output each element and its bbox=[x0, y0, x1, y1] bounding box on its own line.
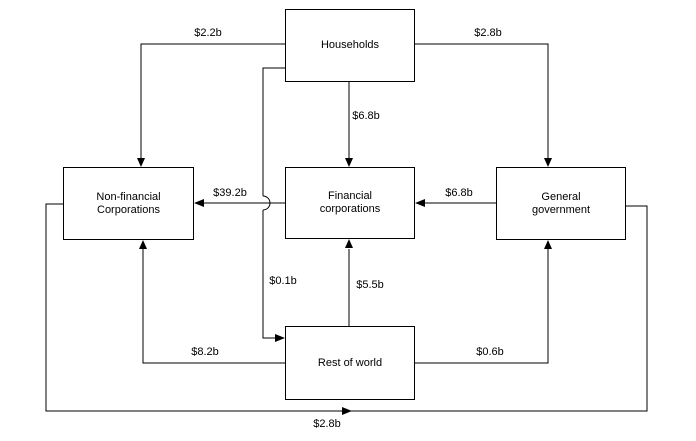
node-financial-corporations: Financial corporations bbox=[285, 167, 415, 239]
flow-amount-rest-of-world-to-financial: $5.5b bbox=[355, 279, 385, 291]
arrowhead-non-financial-to-government bbox=[342, 407, 352, 415]
flow-amount-households-to-government: $2.8b bbox=[473, 27, 503, 39]
flow-amount-non-financial-to-government: $2.8b bbox=[312, 418, 342, 430]
arrowhead-government-to-financial bbox=[415, 199, 425, 207]
flow-amount-households-to-rest-of-world: $0.1b bbox=[268, 275, 298, 287]
flow-amount-government-to-financial: $6.8b bbox=[444, 187, 474, 199]
flow-line-households-to-government bbox=[415, 43, 549, 158]
flow-line-households-to-non-financial bbox=[140, 43, 285, 158]
flow-line-jump-arc bbox=[262, 195, 271, 211]
arrowhead-rest-of-world-to-government bbox=[544, 240, 552, 249]
node-non-financial-corporations: Non-financial Corporations bbox=[63, 167, 194, 240]
arrowhead-households-to-non-financial bbox=[137, 158, 145, 167]
flow-amount-households-to-financial: $6.8b bbox=[351, 110, 381, 122]
flow-line-rest-of-world-to-non-financial bbox=[142, 249, 285, 364]
flow-amount-rest-of-world-to-government: $0.6b bbox=[475, 346, 505, 358]
node-non-financial-corporations-label: Non-financial Corporations bbox=[96, 190, 161, 216]
arrowhead-households-to-government bbox=[544, 158, 552, 167]
node-financial-corporations-label: Financial corporations bbox=[319, 190, 381, 215]
node-general-government: General government bbox=[496, 167, 626, 240]
node-households: Households bbox=[285, 9, 415, 82]
arrowhead-households-to-rest-of-world bbox=[275, 334, 285, 342]
node-households-label: Households bbox=[320, 39, 380, 51]
arrowhead-households-to-financial bbox=[345, 158, 353, 167]
flow-amount-households-to-non-financial: $2.2b bbox=[193, 27, 223, 39]
flow-amount-financial-to-non-financial: $39.2b bbox=[212, 187, 248, 199]
flow-line-households-to-rest-of-world-lower bbox=[262, 210, 275, 339]
arrowhead-financial-to-non-financial bbox=[194, 199, 204, 207]
node-rest-of-world-label: Rest of world bbox=[317, 356, 383, 369]
flow-line-households-to-rest-of-world-upper bbox=[262, 67, 285, 196]
arrowhead-rest-of-world-to-non-financial bbox=[139, 240, 147, 249]
arrowhead-rest-of-world-to-financial bbox=[345, 239, 353, 248]
flow-line-rest-of-world-to-government bbox=[415, 249, 549, 364]
node-general-government-label: General government bbox=[531, 190, 591, 216]
node-rest-of-world: Rest of world bbox=[285, 326, 415, 400]
flow-amount-rest-of-world-to-non-financial: $8.2b bbox=[190, 346, 220, 358]
